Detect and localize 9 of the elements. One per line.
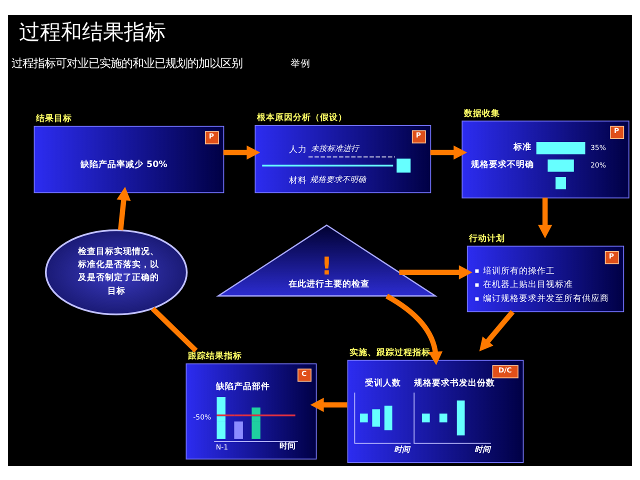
label: 过程指标可对业已实施的和业已规划的加以区别: [12, 55, 243, 70]
node-label: 数据收集: [464, 108, 500, 118]
node-label: 行动计划: [469, 233, 506, 244]
label: 举例: [290, 58, 311, 69]
node-label: 实施、跟踪过程指标: [349, 348, 430, 358]
node-label: 跟踪结果指标: [188, 351, 242, 362]
node-label: 根本原因分析（假设）: [256, 112, 347, 123]
diagram-title: 过程和结果指标: [18, 19, 166, 44]
node-label: 结果目标: [36, 114, 72, 124]
